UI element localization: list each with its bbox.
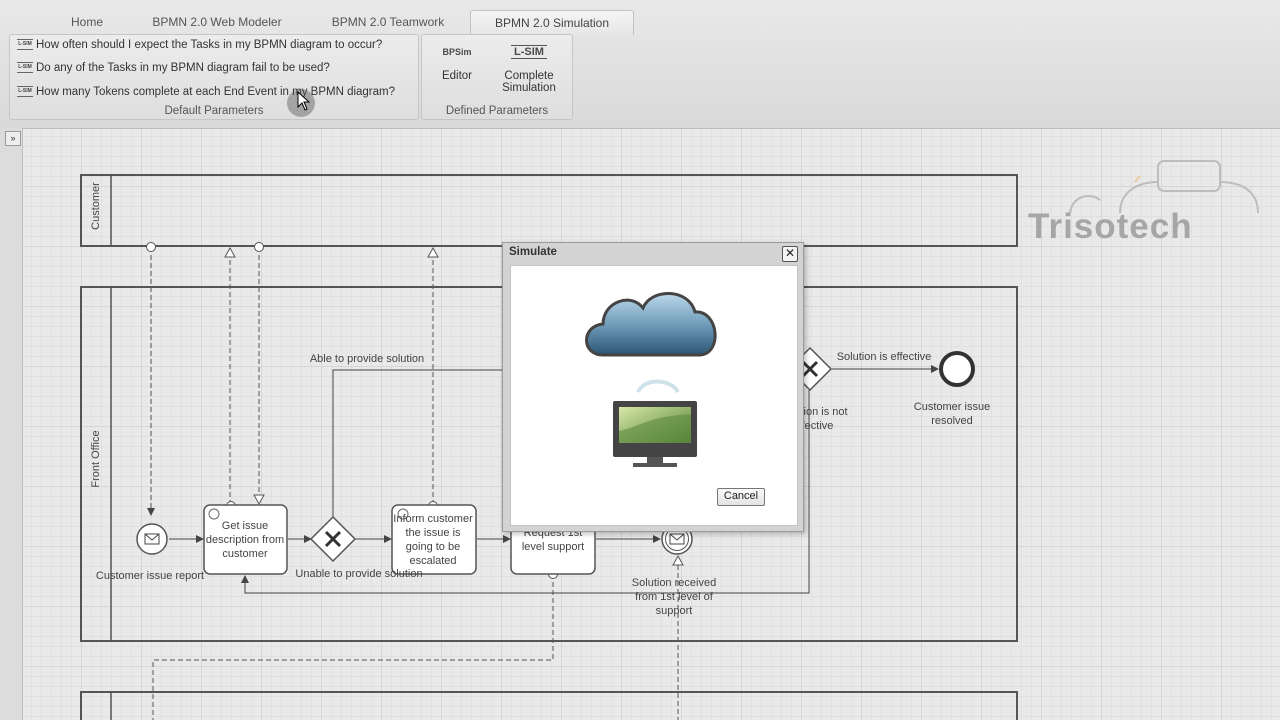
event-label-solution-received: Solution received from 1st level of supp… [631,577,717,617]
task-label-inform: Inform customer the issue is going to be… [393,513,473,567]
simulation-label: Simulation [502,82,556,94]
task-label-get-issue: Get issue description from customer [205,520,285,560]
sequence-flows [169,365,939,594]
end-event[interactable] [939,351,975,387]
group-label: Defined Parameters [445,105,549,117]
lsim-icon: L-SIM [17,86,33,98]
expand-panel-button[interactable]: » [5,131,21,146]
tab-teamwork[interactable]: BPMN 2.0 Teamwork [331,15,445,29]
bottom-pool[interactable] [80,691,1018,720]
complete-label: Complete [504,70,554,82]
trisotech-logo: Trisotech [1028,207,1193,246]
lane-label-front-office: Front Office [90,430,102,488]
left-panel-strip [0,128,23,720]
canvas-divider [23,128,1280,129]
flow-label-effective: Solution is effective [836,351,932,363]
simulate-dialog: Simulate ✕ [502,242,804,532]
customer-pool[interactable] [80,174,1018,247]
exclusive-gateway[interactable] [309,515,357,563]
group-label: Default Parameters [164,105,264,117]
lsim-icon: L-SIM [494,39,564,65]
loading-spinner-icon [636,379,680,394]
message-flows [147,247,679,720]
tab-bar: Home BPMN 2.0 Web Modeler BPMN 2.0 Teamw… [0,8,1280,35]
lane-label-customer: Customer [90,182,102,230]
tab-home[interactable]: Home [70,15,103,29]
dialog-title: Simulate [509,246,557,258]
tab-web-modeler[interactable]: BPMN 2.0 Web Modeler [152,15,282,29]
simulation-illustration [585,292,717,467]
editor-button[interactable]: BPSim Editor [430,39,484,82]
flow-label-able: Able to provide solution [309,353,425,365]
task-get-issue[interactable] [203,504,288,575]
dialog-body: Cancel [510,265,798,526]
close-icon[interactable]: ✕ [782,246,798,262]
complete-simulation-button[interactable]: L-SIM Complete Simulation [494,39,564,94]
lsim-icon: L-SIM [17,39,33,51]
editor-label: Editor [441,70,473,82]
ribbon: Home BPMN 2.0 Web Modeler BPMN 2.0 Teamw… [0,0,1280,129]
end-event-label: Customer issue resolved [913,401,991,427]
flow-label-unable: Unable to provide solution [295,568,423,580]
trisotech-logo-graphic [1069,160,1259,214]
start-message-event[interactable] [136,523,168,555]
question-label: How many Tokens complete at each End Eve… [36,86,396,98]
tab-simulation[interactable]: BPMN 2.0 Simulation [470,10,634,35]
start-event-label: Customer issue report [95,570,205,582]
defined-parameters-group: BPSim Editor L-SIM Complete Simulation D… [421,34,573,120]
question-label: How often should I expect the Tasks in m… [36,39,383,51]
task-inform-customer[interactable] [391,504,477,575]
cancel-button[interactable]: Cancel [717,488,765,506]
cloud-icon [585,292,717,357]
lsim-icon: L-SIM [17,62,33,74]
diagram-canvas[interactable] [23,128,1280,720]
monitor-icon [613,401,697,467]
bpsim-icon: BPSim [442,47,472,57]
question-label: Do any of the Tasks in my BPMN diagram f… [36,62,330,74]
mouse-pointer-icon [297,91,311,111]
